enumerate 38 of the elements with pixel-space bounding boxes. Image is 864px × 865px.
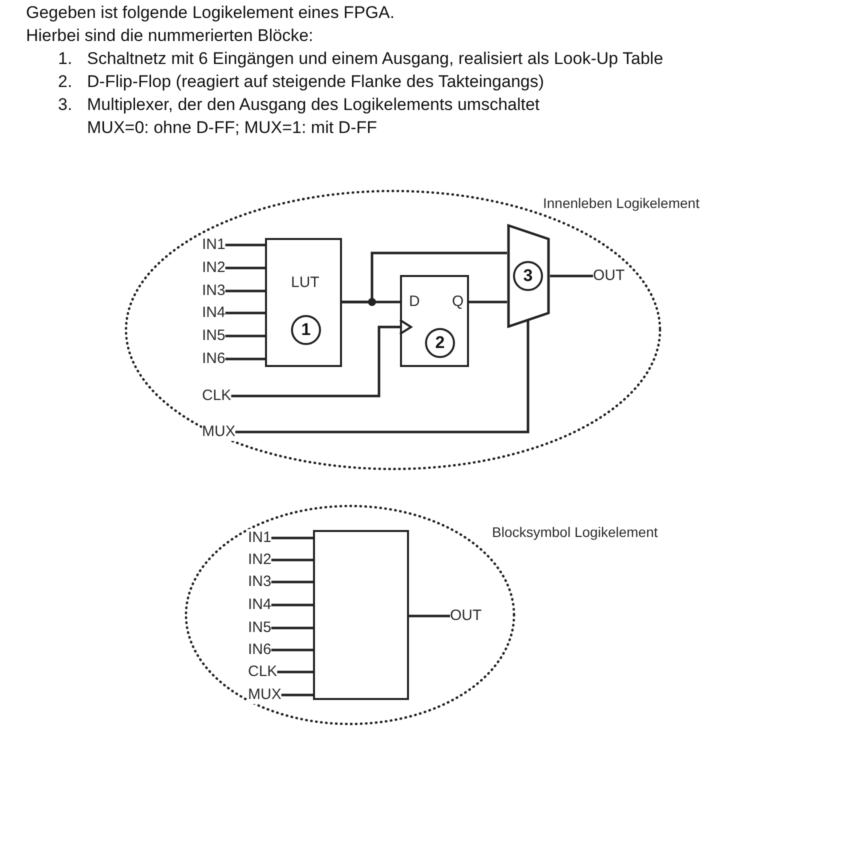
wire — [231, 318, 412, 398]
wire — [281, 694, 313, 696]
wire — [225, 244, 265, 246]
wire — [409, 614, 450, 618]
wire — [271, 604, 313, 606]
signal-name: MUX — [202, 423, 236, 441]
wire — [235, 320, 530, 434]
list-item-text: Schaltnetz mit 6 Eingängen und einem Ausgang, realisiert als Look-Up Table — [87, 49, 664, 69]
list-item-text: MUX=0: ohne D-FF; MUX=1: mit D-FF — [87, 118, 377, 138]
wire — [277, 670, 313, 674]
list-number: 3. — [58, 95, 72, 115]
wire — [550, 274, 593, 278]
intro-text: Gegeben ist folgende Logikelement eines FPGA. — [26, 3, 395, 23]
wire — [271, 648, 313, 652]
list-number: 1. — [58, 49, 72, 69]
flip-flop-block — [400, 275, 469, 367]
wire — [225, 290, 265, 292]
intro-text: Hierbei sind die nummerierten Blöcke: — [26, 26, 314, 46]
block-outline — [313, 530, 409, 700]
wire — [225, 312, 265, 314]
wire — [271, 626, 313, 630]
lut-block — [265, 238, 342, 367]
block-number: 2 — [425, 328, 455, 358]
wire — [271, 536, 313, 540]
list-item-text: D-Flip-Flop (reagiert auf steigende Flanke des Takteingangs) — [87, 72, 544, 92]
signal-name: MUX — [248, 686, 282, 704]
wire — [225, 358, 265, 360]
wire — [225, 334, 265, 338]
wire — [271, 558, 313, 562]
multiplexer-symbol — [507, 224, 550, 328]
pin-label: Q — [452, 293, 464, 311]
wire — [271, 580, 313, 584]
wire — [225, 266, 265, 270]
list-item-text: Multiplexer, der den Ausgang des Logikelements umschaltet — [87, 95, 540, 115]
list-number: 2. — [58, 72, 72, 92]
block-number: 1 — [291, 315, 321, 345]
wire — [342, 252, 507, 304]
wire — [469, 300, 507, 304]
